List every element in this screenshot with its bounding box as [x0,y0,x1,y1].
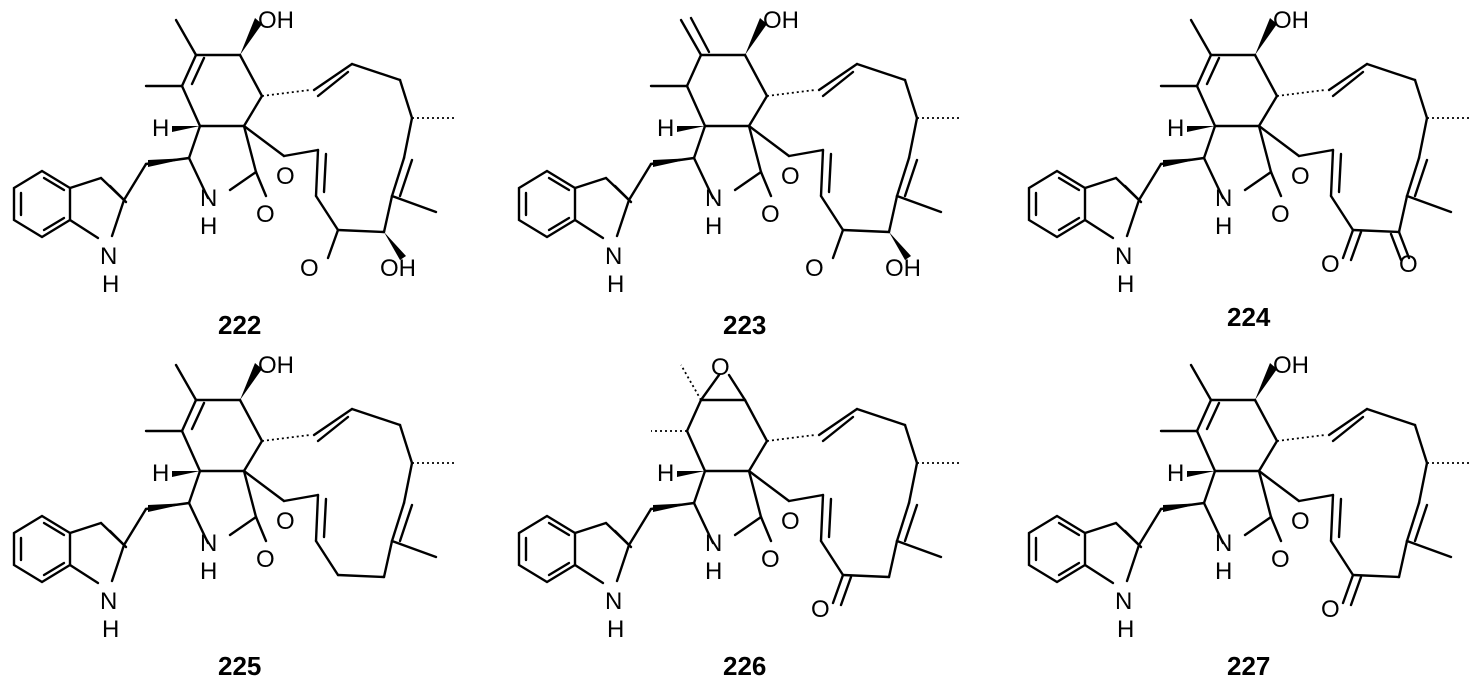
lactam-h: H [200,558,217,585]
oh-top: OH [258,352,294,379]
lactam-n: N [200,185,217,212]
indole-h: H [1117,616,1134,643]
indole-n: N [100,243,117,270]
indole-h: H [607,271,624,298]
ring-o: O [1321,596,1340,623]
epoxide-o: O [711,354,730,381]
enone-o: O [276,508,295,535]
lactam-n: N [705,530,722,557]
lactam-o: O [256,546,275,573]
enone-o: O [276,163,295,190]
oh-top: OH [1273,352,1309,379]
indole-h: H [102,616,119,643]
ring-oh: OH [885,255,921,282]
compound-label: 226 [723,651,766,681]
lactam-n: N [1215,530,1232,557]
h-label: H [152,460,169,487]
ring-o2: O [1399,251,1418,278]
compound-label: 222 [218,310,261,340]
h-label: H [657,460,674,487]
oh-top: OH [1273,7,1309,34]
enone-o: O [1291,163,1310,190]
lactam-n: N [200,530,217,557]
compound-222: N H OH H N H O O [12,7,456,340]
oh-top: OH [258,7,294,34]
lactam-o: O [761,201,780,228]
enone-o: O [781,508,800,535]
lactam-h: H [1215,213,1232,240]
ring-o: O [811,596,830,623]
compound-label: 223 [723,310,766,340]
lactam-n: N [1215,185,1232,212]
ring-o: O [1321,251,1340,278]
lactam-o: O [1271,201,1290,228]
h-label: H [152,115,169,142]
lactam-o: O [761,546,780,573]
ring-o: O [805,255,824,282]
compound-label: 227 [1227,651,1270,681]
indole-n: N [1115,588,1132,615]
h-label: H [1167,460,1184,487]
lactam-o: O [256,201,275,228]
indole-n: N [100,588,117,615]
compound-223: N H OH H N H O O O OH [517,7,961,340]
ring-oh: OH [380,255,416,282]
indole-h: H [1117,271,1134,298]
lactam-h: H [1215,558,1232,585]
compound-227: N H OH H N H O O O [1027,352,1471,681]
lactam-h: H [705,558,722,585]
enone-o: O [1291,508,1310,535]
indole-n: N [605,243,622,270]
indole-n: N [1115,243,1132,270]
indole-h: H [607,616,624,643]
h-label: H [657,115,674,142]
compound-label: 224 [1227,302,1271,332]
lactam-h: H [200,213,217,240]
lactam-h: H [705,213,722,240]
oh-top: OH [763,7,799,34]
indole-h: H [102,271,119,298]
h-label: H [1167,115,1184,142]
lactam-o: O [1271,546,1290,573]
enone-o: O [781,163,800,190]
lactam-n: N [705,185,722,212]
compound-label: 225 [218,651,261,681]
compound-225: N H OH H N H O O [12,352,456,681]
indole-n: N [605,588,622,615]
ring-o: O [300,255,319,282]
compound-226: N H O H N H O O O [517,354,961,681]
compound-224: N H OH H N H O O O O [1027,7,1471,332]
